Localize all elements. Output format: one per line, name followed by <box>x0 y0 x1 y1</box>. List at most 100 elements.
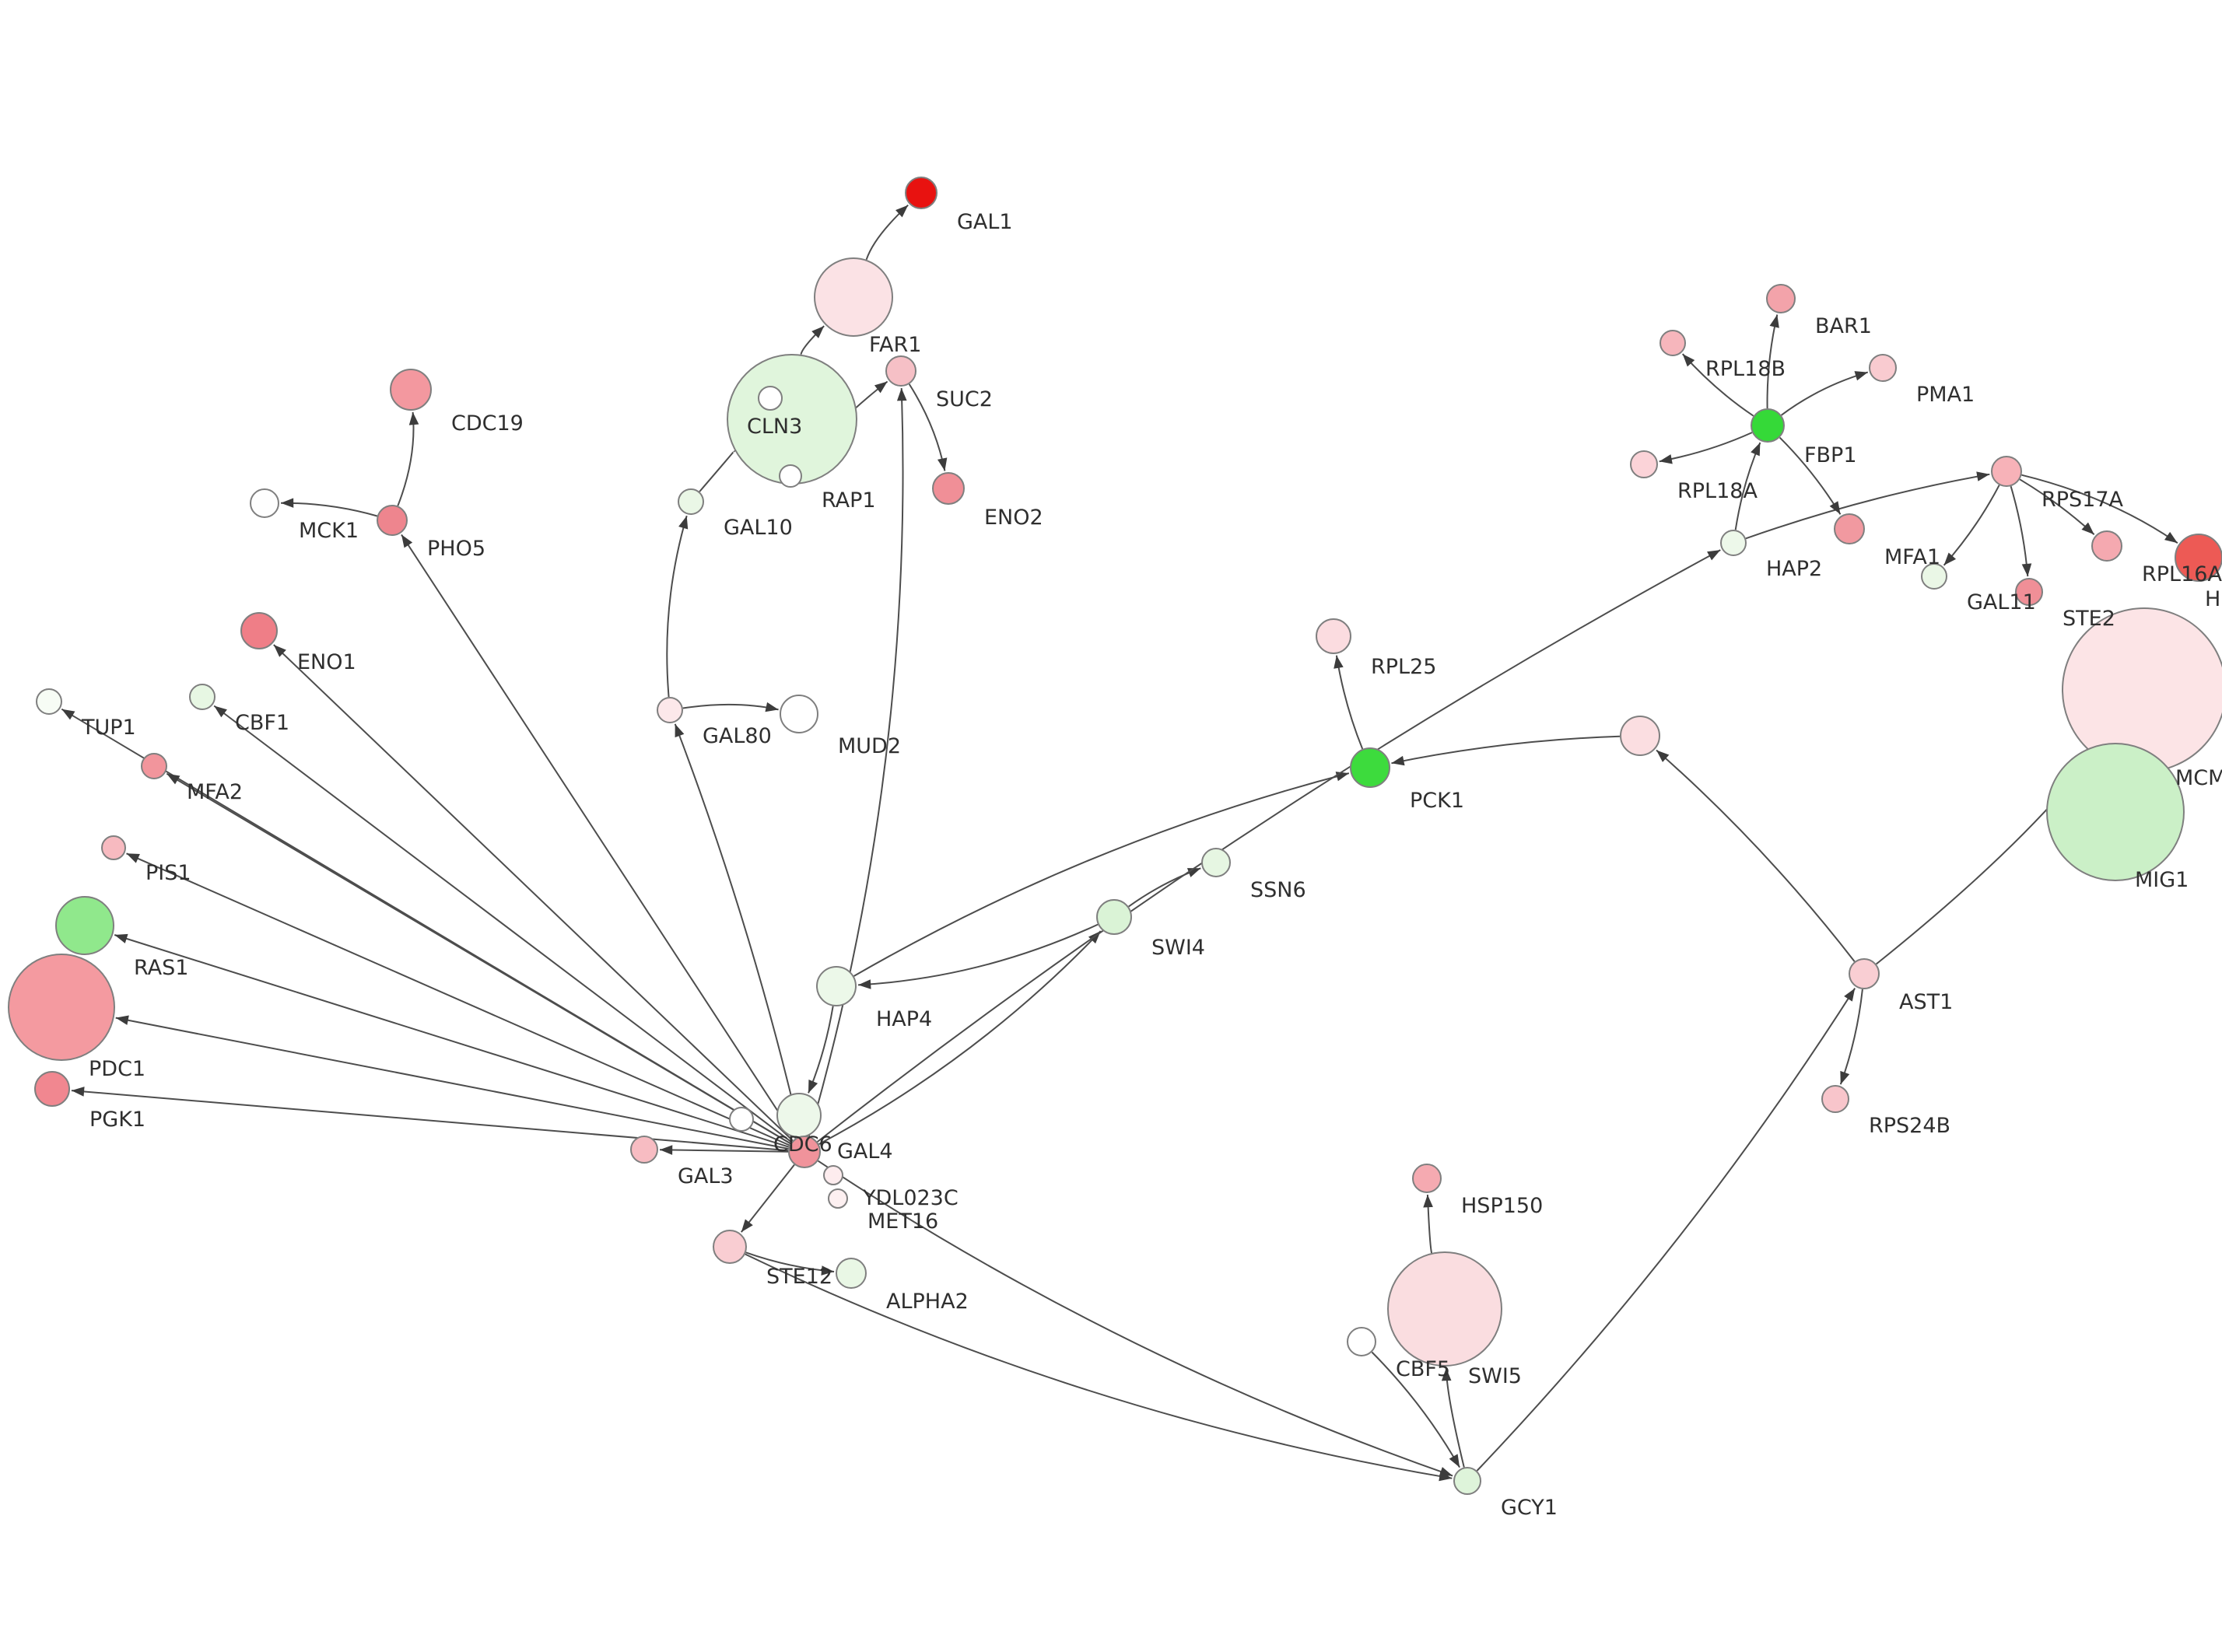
edge-gal4-pho5[interactable] <box>401 534 797 1139</box>
edge-gal80-gal10[interactable] <box>666 515 689 698</box>
node-tup1[interactable] <box>36 688 62 715</box>
node-mig1[interactable] <box>2046 743 2185 881</box>
edge-gal80-mud2[interactable] <box>682 702 779 712</box>
node-swi5[interactable] <box>1387 1251 1502 1367</box>
node-pis1[interactable] <box>101 835 126 860</box>
edge-rps17a-his4[interactable] <box>2021 474 2178 544</box>
node-met16[interactable] <box>828 1188 848 1209</box>
edge-gal4-gal3[interactable] <box>659 1145 789 1155</box>
edge-hap4-pck1[interactable] <box>853 772 1350 977</box>
node-pho5[interactable] <box>377 505 408 536</box>
edge-swi4-ssn6[interactable] <box>1128 867 1201 908</box>
node-gal11[interactable] <box>1921 563 1947 590</box>
node-rpl18b[interactable] <box>1659 330 1686 356</box>
node-mfa2[interactable] <box>141 753 167 779</box>
edge-ast1-rps24b[interactable] <box>1839 989 1863 1085</box>
node-gal1[interactable] <box>905 177 938 209</box>
node-mck1[interactable] <box>250 488 279 518</box>
edge-cln3-far1[interactable] <box>800 325 825 355</box>
node-gcy1[interactable] <box>1453 1467 1481 1495</box>
edge-rps17a-rpl16a[interactable] <box>2019 478 2095 535</box>
edge-fbp1-rpl18a[interactable] <box>1659 432 1753 464</box>
node-hap2[interactable] <box>1720 530 1747 556</box>
node-mcm1[interactable] <box>2062 607 2222 772</box>
edge-node_c-pck1[interactable] <box>1391 735 1621 766</box>
edge-gal4-mfa2[interactable] <box>166 772 791 1145</box>
node-gal4[interactable] <box>788 1136 821 1168</box>
node-fbp1[interactable] <box>1751 408 1785 443</box>
edge-hap4-node_b[interactable] <box>808 1006 834 1094</box>
node-cdc6[interactable] <box>729 1107 754 1132</box>
node-gal10[interactable] <box>678 488 704 515</box>
node-ast1[interactable] <box>1849 958 1880 989</box>
node-ssn6[interactable] <box>1201 848 1231 877</box>
edge-pck1-rpl25[interactable] <box>1334 655 1364 750</box>
edge-rps17a-ste2[interactable] <box>2010 485 2032 577</box>
edge-gal4-pdc1[interactable] <box>115 1015 789 1150</box>
node-node_a[interactable] <box>758 386 783 411</box>
node-ste2[interactable] <box>2015 578 2043 606</box>
node-ras1[interactable] <box>55 896 114 955</box>
edge-gal4-gcy1[interactable] <box>817 1160 1453 1477</box>
edge-gcy1-swi5[interactable] <box>1441 1367 1465 1468</box>
edge-far1-gal1[interactable] <box>865 204 909 261</box>
edge-hap2-rps17a[interactable] <box>1745 471 1990 540</box>
node-node_b[interactable] <box>776 1093 822 1138</box>
node-rpl18a[interactable] <box>1630 450 1658 478</box>
node-mfa1[interactable] <box>1834 513 1865 544</box>
edge-fbp1-rpl18b[interactable] <box>1681 353 1754 417</box>
edge-pho5-cdc19[interactable] <box>397 411 419 506</box>
node-eno1[interactable] <box>240 612 278 649</box>
node-bar1[interactable] <box>1766 284 1796 313</box>
node-pck1[interactable] <box>1350 747 1390 788</box>
edge-gal4-ras1[interactable] <box>114 933 790 1148</box>
edge-swi5-hsp150[interactable] <box>1423 1194 1433 1254</box>
edge-gal4-gal80[interactable] <box>674 723 802 1136</box>
node-cbf1[interactable] <box>189 684 216 710</box>
node-far1[interactable] <box>814 257 893 337</box>
node-his4[interactable] <box>2175 534 2222 582</box>
node-ydl023c[interactable] <box>823 1165 843 1185</box>
edge-gal4-ste12[interactable] <box>741 1164 795 1233</box>
node-alpha2[interactable] <box>836 1258 867 1289</box>
edge-pho5-mck1[interactable] <box>280 498 378 517</box>
node-rps17a[interactable] <box>1991 456 2022 487</box>
node-cbf5[interactable] <box>1347 1327 1376 1356</box>
node-suc2[interactable] <box>885 355 916 387</box>
edge-fbp1-bar1[interactable] <box>1766 314 1779 409</box>
node-rpl25[interactable] <box>1316 618 1351 654</box>
node-hsp150[interactable] <box>1412 1164 1442 1193</box>
edge-fbp1-pma1[interactable] <box>1781 371 1869 416</box>
node-gal3[interactable] <box>630 1136 658 1164</box>
node-pdc1[interactable] <box>8 954 115 1061</box>
node-cdc19[interactable] <box>390 369 432 411</box>
edge-gal4-pis1[interactable] <box>126 852 790 1146</box>
node-swi4[interactable] <box>1096 899 1132 935</box>
node-rpl16a[interactable] <box>2091 530 2122 562</box>
edge-ast1-node_c[interactable] <box>1656 749 1856 962</box>
node-node_c[interactable] <box>1620 716 1660 756</box>
node-rps24b[interactable] <box>1821 1085 1849 1113</box>
node-rap1[interactable] <box>779 464 802 488</box>
edge-gal4-hap2[interactable] <box>816 549 1721 1143</box>
edge-hap2-fbp1[interactable] <box>1734 442 1761 530</box>
edge-gal4-swi4[interactable] <box>818 930 1102 1145</box>
edge-gal4-cbf1[interactable] <box>213 705 792 1143</box>
edge-gal10-cln3[interactable] <box>699 441 748 492</box>
node-pgk1[interactable] <box>34 1071 70 1107</box>
edge-suc2-eno2[interactable] <box>908 383 948 471</box>
edge-gcy1-ast1[interactable] <box>1476 988 1856 1472</box>
edge-ste12-alpha2[interactable] <box>745 1251 835 1276</box>
node-pma1[interactable] <box>1869 354 1897 382</box>
node-eno2[interactable] <box>932 472 965 505</box>
edge-gal4-pgk1[interactable] <box>71 1087 789 1152</box>
node-gal80[interactable] <box>657 697 683 723</box>
node-ste12[interactable] <box>713 1230 747 1264</box>
edge-gal4-eno1[interactable] <box>273 644 794 1142</box>
node-hap4[interactable] <box>816 966 857 1006</box>
edge-rps17a-gal11[interactable] <box>1943 485 2000 566</box>
edge-cbf5-gcy1[interactable] <box>1371 1351 1460 1468</box>
edge-fbp1-mfa1[interactable] <box>1779 436 1842 515</box>
edge-swi4-hap4[interactable] <box>857 923 1099 989</box>
